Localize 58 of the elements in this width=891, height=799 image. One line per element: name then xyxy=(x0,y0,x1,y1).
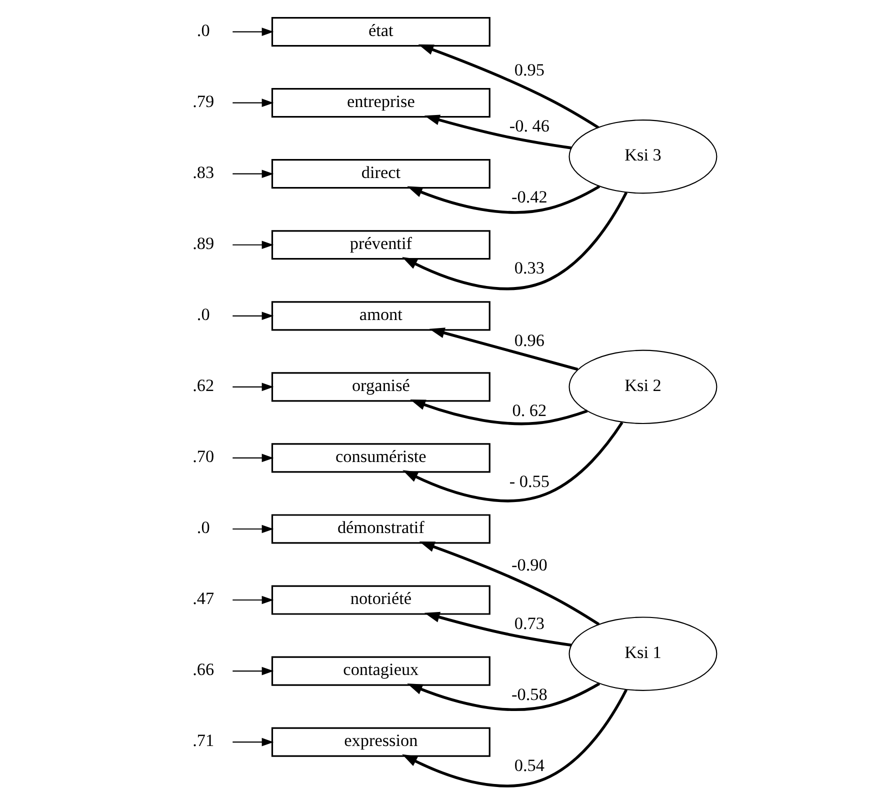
arrow xyxy=(232,666,274,676)
node-box: amont xyxy=(271,301,490,331)
edge-label: -0. 46 xyxy=(509,116,550,136)
edge-label: -0.58 xyxy=(512,684,548,704)
arrow xyxy=(232,98,274,107)
node-text: .70 xyxy=(192,447,214,466)
arrow xyxy=(402,689,628,788)
arrow xyxy=(232,382,274,392)
arrow xyxy=(232,240,274,250)
node-box: expression xyxy=(271,727,490,757)
node-ellipse: Ksi 3 xyxy=(568,120,718,194)
arrow xyxy=(402,422,624,502)
node-box: organisé xyxy=(271,372,490,402)
node-box: notoriété xyxy=(271,585,490,615)
edge-label: 0.95 xyxy=(514,60,544,80)
node-text: .47 xyxy=(192,589,214,608)
arrow xyxy=(429,328,578,371)
edge-label: -0.90 xyxy=(512,556,548,575)
node-box: entreprise xyxy=(271,88,490,118)
arrow xyxy=(232,454,274,462)
arrow xyxy=(419,542,600,626)
node-text: .83 xyxy=(192,162,214,182)
node-ellipse: Ksi 1 xyxy=(568,616,718,691)
edge-label: 0.33 xyxy=(514,258,544,278)
node-box: état xyxy=(271,17,490,47)
edge-label: 0.54 xyxy=(514,756,544,775)
arrow xyxy=(407,682,600,712)
node-box: direct xyxy=(271,159,490,189)
arrow xyxy=(424,612,572,647)
arrow xyxy=(402,192,628,290)
arrow xyxy=(232,312,274,320)
arrow xyxy=(232,28,274,36)
node-ellipse: Ksi 2 xyxy=(568,350,718,424)
edge-label: 0.73 xyxy=(514,614,544,633)
node-box: préventif xyxy=(271,230,490,260)
edge-label: 0.96 xyxy=(514,330,544,350)
node-text: .71 xyxy=(192,731,214,750)
arrow xyxy=(424,114,572,150)
node-text: .0 xyxy=(196,304,210,324)
node-text: .89 xyxy=(192,234,214,253)
arrow xyxy=(410,399,588,426)
node-box: démonstratif xyxy=(271,514,490,544)
arrow xyxy=(407,185,600,214)
edge-label: - 0.55 xyxy=(509,472,550,491)
arrow xyxy=(418,44,600,129)
arrow xyxy=(232,524,274,534)
edge-label: -0.42 xyxy=(512,188,548,207)
node-text: .0 xyxy=(196,518,210,538)
node-text: .66 xyxy=(192,660,214,680)
node-box: consumériste xyxy=(271,443,490,473)
node-box: contagieux xyxy=(271,656,490,686)
arrow xyxy=(232,170,274,178)
node-text: .62 xyxy=(192,376,214,396)
arrow xyxy=(232,596,274,604)
node-text: .0 xyxy=(196,20,210,40)
node-text: .79 xyxy=(192,92,214,111)
edge-label: 0. 62 xyxy=(512,400,547,420)
arrow xyxy=(232,738,274,746)
